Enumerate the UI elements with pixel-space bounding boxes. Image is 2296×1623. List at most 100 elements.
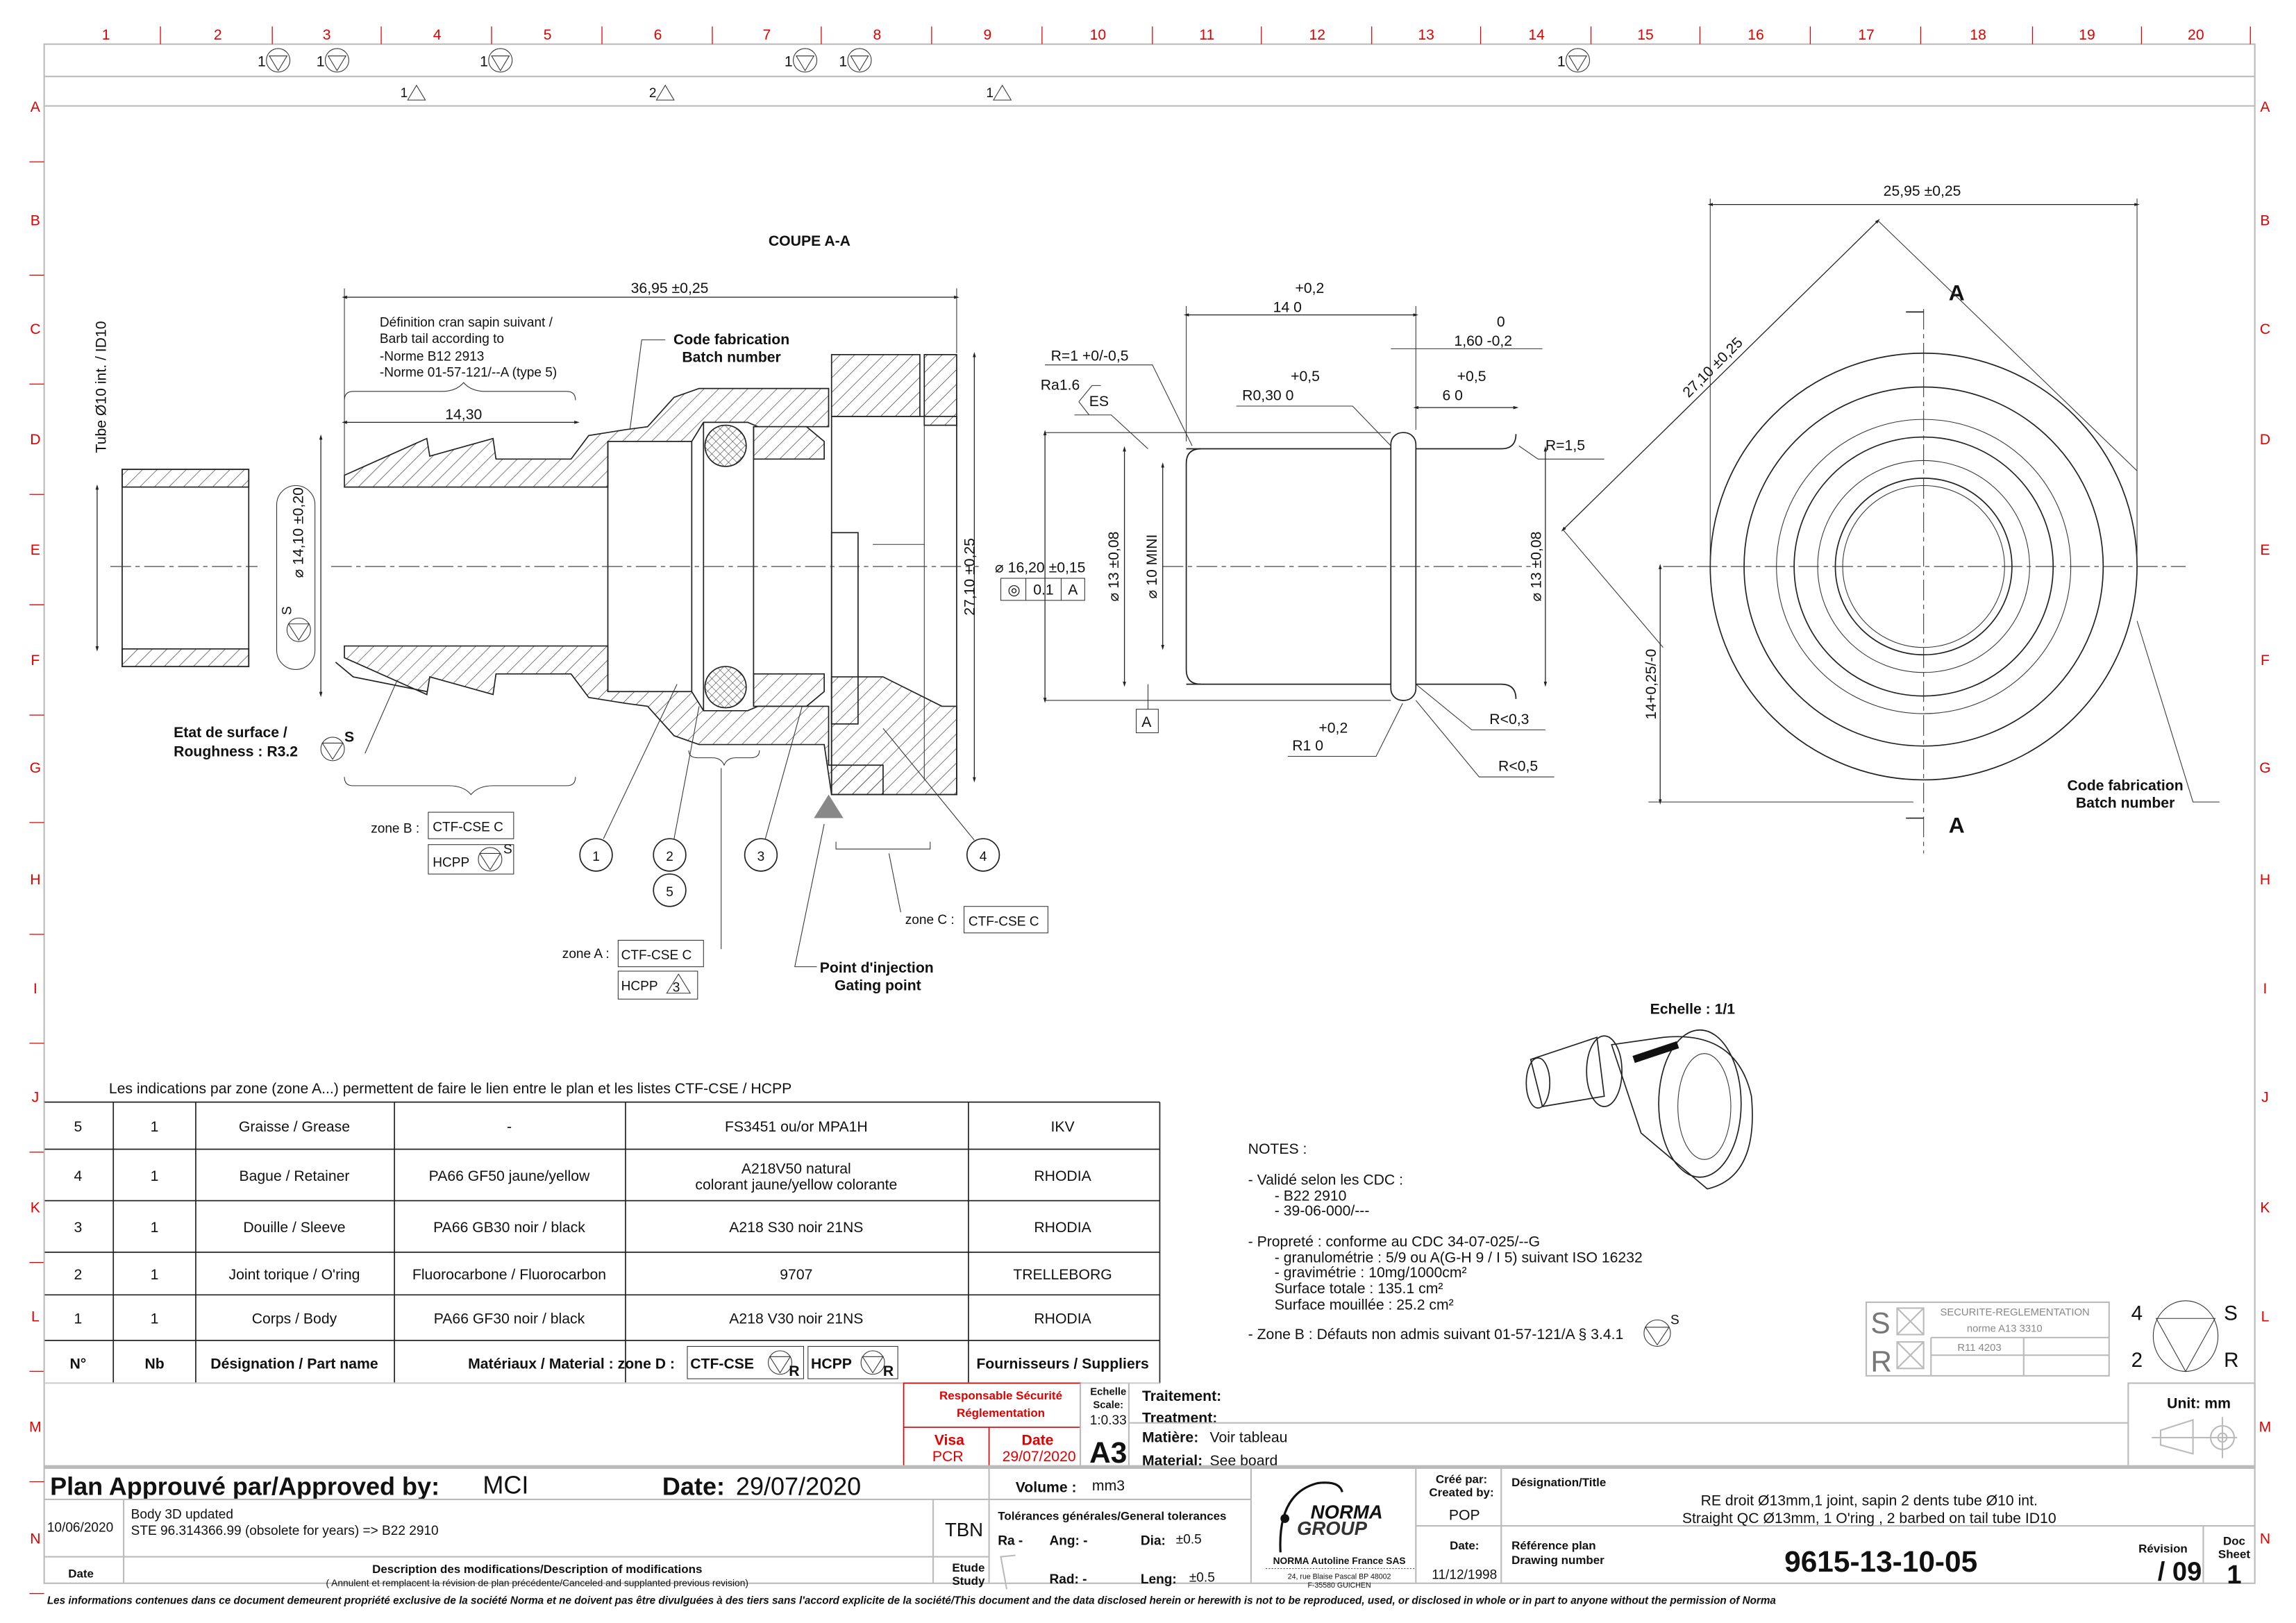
- svg-text:1:0.33: 1:0.33: [1090, 1413, 1127, 1428]
- oring-section: [704, 666, 747, 709]
- column-label: 12: [1309, 27, 1325, 43]
- svg-text:Leng:: Leng:: [1141, 1572, 1177, 1587]
- svg-text:- Propreté : conforme au CDC 3: - Propreté : conforme au CDC 34-07-025/-…: [1248, 1234, 1540, 1250]
- svg-text:GROUP: GROUP: [1297, 1517, 1368, 1539]
- svg-text:S: S: [1670, 1313, 1679, 1328]
- svg-text:5: 5: [666, 885, 673, 900]
- column-label: 8: [873, 27, 882, 43]
- cell-name: Bague / Retainer: [239, 1168, 349, 1184]
- svg-text:Etude: Etude: [952, 1561, 984, 1574]
- svg-text:ES: ES: [1089, 394, 1109, 410]
- column-label: 6: [654, 27, 662, 43]
- column-label: 18: [1970, 27, 1986, 43]
- svg-text:S: S: [2224, 1302, 2238, 1325]
- row-label: F: [2261, 653, 2270, 668]
- svg-text:Surface mouillée : 25.2 cm²: Surface mouillée : 25.2 cm²: [1275, 1297, 1454, 1313]
- cell-name: Graisse / Grease: [239, 1119, 350, 1135]
- row-label: A: [2260, 99, 2270, 115]
- column-label: 5: [544, 27, 552, 43]
- row-label: D: [2260, 432, 2270, 448]
- svg-text:Volume :: Volume :: [1016, 1479, 1077, 1495]
- svg-text:3: 3: [757, 850, 765, 864]
- balloon-5: 5: [653, 873, 687, 907]
- drawing-number: 9615-13-10-05: [1784, 1545, 1977, 1578]
- svg-text:Rad: -: Rad: -: [1049, 1572, 1087, 1587]
- svg-text:( Annulent et remplacent la ré: ( Annulent et remplacent la révision de …: [326, 1578, 748, 1588]
- svg-text:Batch number: Batch number: [682, 349, 780, 365]
- row-label: J: [2261, 1090, 2269, 1106]
- tube-label: Tube Ø10 int. / ID10: [94, 321, 110, 453]
- cell-material: Fluorocarbone / Fluorocarbon: [412, 1267, 606, 1283]
- cell-no: 4: [74, 1168, 82, 1184]
- svg-text:4: 4: [980, 850, 987, 864]
- column-label: 2: [214, 27, 222, 43]
- outer-diameter-dim: 27,10 ±0,25: [962, 538, 978, 616]
- svg-text:1: 1: [401, 86, 408, 101]
- cell-name: Joint torique / O'ring: [228, 1267, 360, 1283]
- svg-text:Barb tail according to: Barb tail according to: [380, 332, 504, 346]
- svg-text:Date:: Date:: [1450, 1539, 1479, 1552]
- svg-text:Code fabrication: Code fabrication: [673, 332, 789, 348]
- row-label: L: [31, 1309, 40, 1325]
- row-label: E: [2260, 542, 2270, 558]
- rev-delta-icon: 1: [401, 84, 426, 101]
- svg-text:R=1,5: R=1,5: [1545, 438, 1585, 454]
- body-lower: [344, 645, 884, 796]
- row-label: B: [31, 212, 40, 228]
- svg-text:Ra1.6: Ra1.6: [1041, 378, 1080, 394]
- row-label: N: [2260, 1531, 2270, 1547]
- svg-text:S: S: [344, 729, 354, 745]
- cell-grade: A218V50 natural: [741, 1161, 851, 1177]
- retainer-lower: [830, 676, 957, 796]
- svg-text:STE 96.314366.99 (obsolete for: STE 96.314366.99 (obsolete for years) =>…: [131, 1524, 439, 1538]
- svg-text:HCPP: HCPP: [811, 1356, 852, 1372]
- svg-text:N°: N°: [69, 1356, 86, 1372]
- svg-text:RE droit Ø13mm,1 joint, sapin: RE droit Ø13mm,1 joint, sapin 2 dents tu…: [1701, 1492, 2038, 1508]
- rev-delta-icon: 2: [649, 84, 675, 101]
- svg-text:R: R: [2224, 1349, 2238, 1372]
- svg-text:Doc: Doc: [2223, 1535, 2245, 1548]
- svg-text:Nb: Nb: [144, 1356, 164, 1372]
- rev-mark-triangle-icon: 1: [1557, 48, 1590, 73]
- detail-view: +0,2 14 0 0 1,60 -0,2 R=1 +0/-0,5 Ra1.6 …: [995, 280, 1604, 777]
- balloon-3: 3: [744, 706, 803, 872]
- row-label: H: [2260, 872, 2270, 888]
- rev-mark-triangle-icon: 1: [480, 48, 513, 73]
- svg-text:Material:: Material:: [1142, 1453, 1203, 1469]
- row-label: D: [30, 432, 40, 448]
- svg-text:1: 1: [317, 53, 325, 69]
- cell-material: PA66 GF30 noir / black: [434, 1311, 585, 1327]
- svg-text:+0,2: +0,2: [1318, 721, 1348, 737]
- row-label: I: [2263, 981, 2268, 997]
- svg-text:zone A :: zone A :: [562, 947, 610, 961]
- svg-text:Visa: Visa: [935, 1433, 964, 1449]
- oring-section: [704, 424, 747, 467]
- rev-mark-triangle-icon: 1: [839, 48, 872, 73]
- svg-text:R: R: [1870, 1345, 1892, 1378]
- overall-length-dim: 36,95 ±0,25: [631, 280, 709, 296]
- isometric-view: Echelle : 1/1: [1525, 1001, 1753, 1190]
- column-label: 19: [2079, 27, 2095, 43]
- cell-grade: FS3451 ou/or MPA1H: [725, 1119, 868, 1135]
- svg-text:Date:: Date:: [662, 1472, 725, 1501]
- cell-no: 3: [74, 1220, 82, 1236]
- cell-no: 1: [74, 1311, 82, 1327]
- rev-mark-triangle-icon: 1: [317, 48, 349, 73]
- svg-text:1: 1: [785, 53, 793, 69]
- balloon-1: 1: [579, 684, 678, 872]
- cell-nb: 1: [151, 1311, 159, 1327]
- cell-supplier: TRELLEBORG: [1013, 1267, 1112, 1283]
- injection-point-icon: [814, 794, 844, 818]
- svg-text:1: 1: [2227, 1560, 2241, 1590]
- row-label: N: [30, 1531, 40, 1547]
- svg-text:NORMA Autoline France SAS: NORMA Autoline France SAS: [1273, 1556, 1406, 1566]
- column-label: 14: [1528, 27, 1545, 43]
- svg-text:Batch number: Batch number: [2076, 796, 2175, 812]
- cell-material: -: [507, 1119, 512, 1135]
- column-label: 3: [323, 27, 331, 43]
- sleeve-lower: [753, 673, 825, 707]
- row-label: E: [31, 542, 40, 558]
- svg-text:1: 1: [592, 850, 600, 864]
